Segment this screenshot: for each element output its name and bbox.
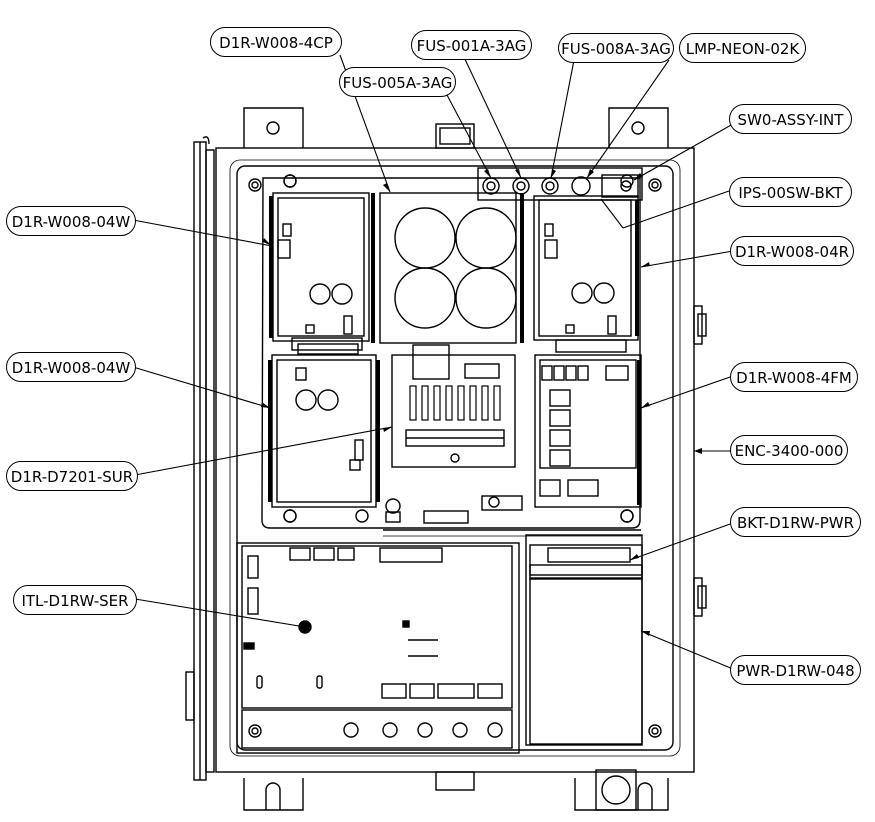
callout-bkt-d1rw-pwr: BKT-D1RW-PWR — [730, 507, 861, 537]
callout-d1r-w008-4cp: D1R-W008-4CP — [210, 27, 342, 57]
module-04w-top — [269, 192, 370, 351]
door-hinge — [185, 136, 215, 781]
module-4fm — [534, 354, 642, 523]
transformer-4cp — [371, 192, 524, 344]
callout-d1r-w008-04r: D1R-W008-04R — [730, 236, 854, 266]
callout-d1r-w008-04w-top: D1R-W008-04W — [6, 206, 136, 236]
serial-board — [236, 542, 520, 754]
callout-sw0-assy-int: SW0-ASSY-INT — [729, 104, 852, 134]
callout-lmp-neon-02k: LMP-NEON-02K — [679, 33, 806, 63]
surge-protector — [391, 344, 516, 468]
power-supply — [525, 534, 643, 746]
callout-itl-d1rw-ser: ITL-D1RW-SER — [13, 585, 137, 615]
callout-enc-3400-000: ENC-3400-000 — [730, 435, 848, 465]
mounting-tabs — [243, 107, 669, 811]
grommets — [435, 123, 637, 811]
callout-pwr-d1rw-048: PWR-D1RW-048 — [730, 655, 861, 685]
callout-d1r-d7201-sur: D1R-D7201-SUR — [6, 461, 138, 491]
callout-ips-00sw-bkt: IPS-00SW-BKT — [729, 177, 852, 207]
arrowheads — [261, 169, 702, 636]
callout-fus-005a-3ag: FUS-005A-3AG — [339, 67, 456, 97]
fuse-bar — [477, 167, 643, 201]
module-04r — [533, 195, 639, 353]
back-panel — [248, 174, 662, 738]
callout-d1r-w008-04w-bottom: D1R-W008-04W — [6, 352, 136, 382]
callout-fus-001a-3ag: FUS-001A-3AG — [411, 30, 532, 60]
ground-block — [385, 495, 523, 524]
callout-d1r-w008-4fm: D1R-W008-4FM — [730, 362, 858, 392]
callout-fus-008a-3ag: FUS-008A-3AG — [558, 33, 674, 63]
